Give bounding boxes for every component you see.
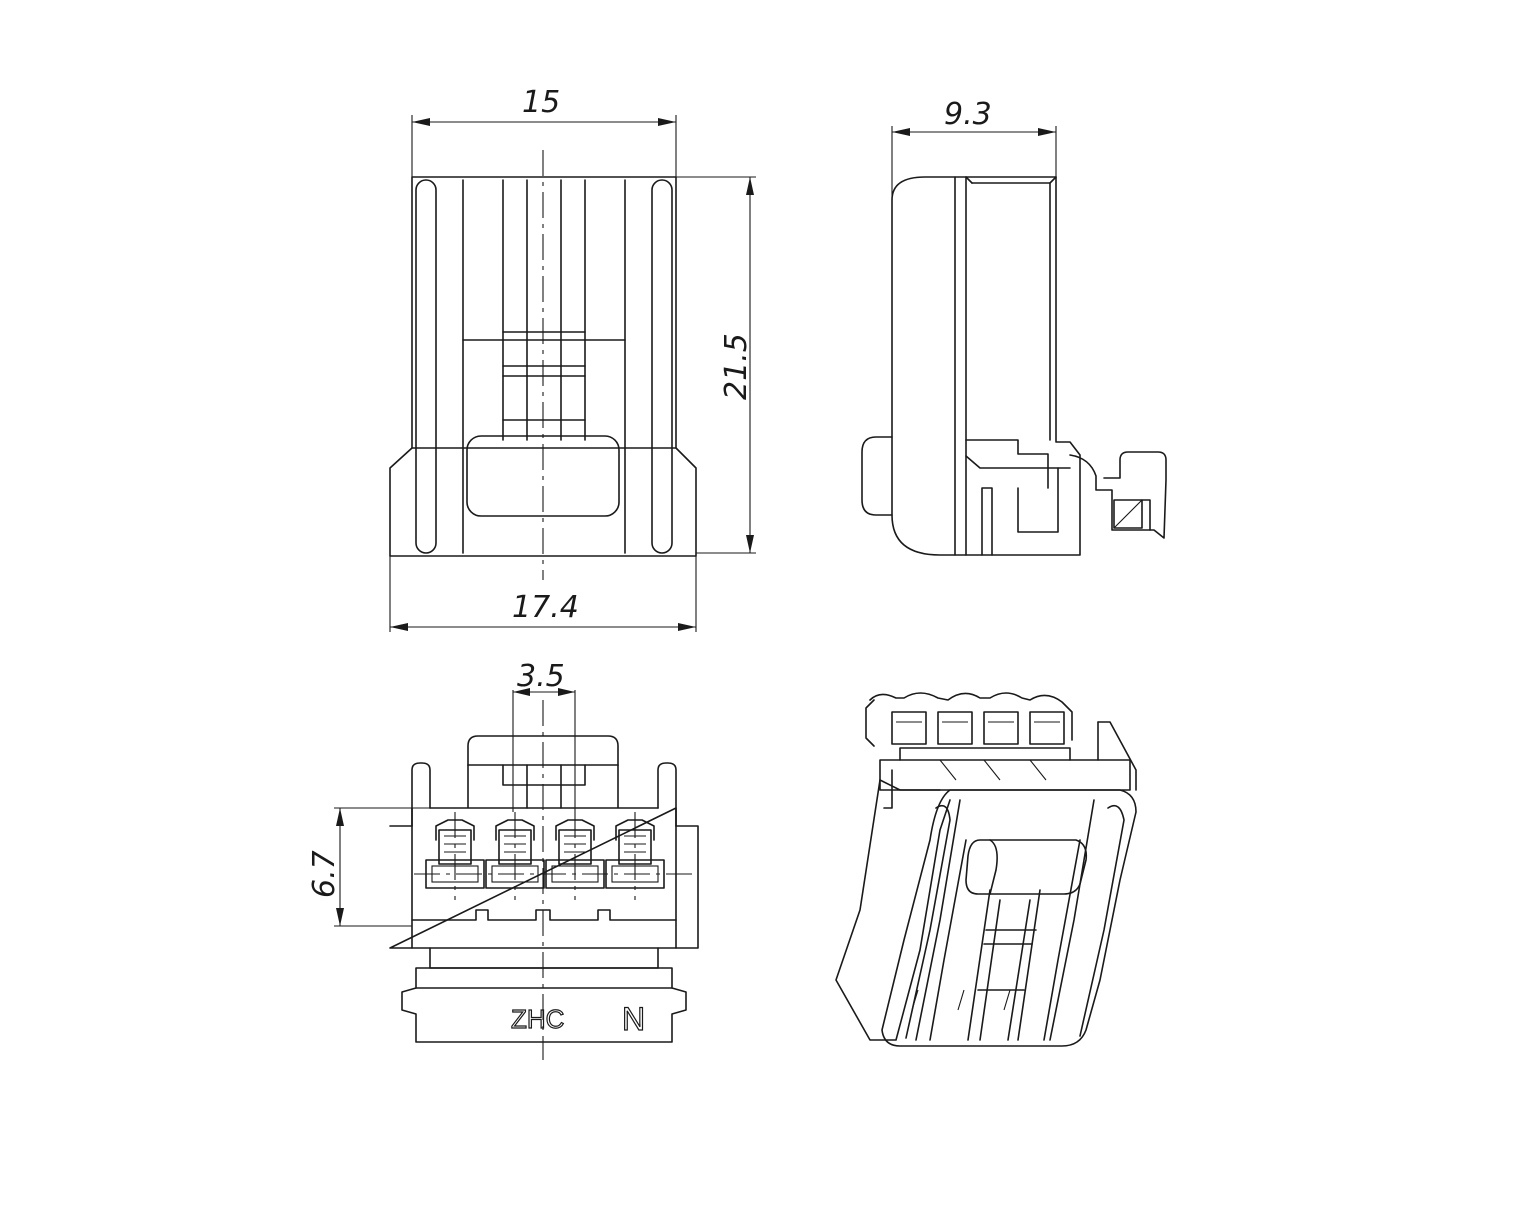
front-base-width-label: 17.4 xyxy=(512,590,579,625)
front-width-label: 15 xyxy=(522,85,560,120)
bottom-height-label: 6.7 xyxy=(307,850,342,898)
bottom-view: ZHC N xyxy=(389,700,699,1060)
front-view xyxy=(389,150,697,580)
variant-marking: N xyxy=(622,1001,645,1037)
side-view xyxy=(861,176,1167,556)
side-depth-label: 9.3 xyxy=(944,97,992,132)
bottom-height-dimension: 6.7 xyxy=(307,807,430,927)
isometric-view xyxy=(835,692,1137,1047)
brand-marking: ZHC xyxy=(511,1004,564,1034)
pin-pitch-label: 3.5 xyxy=(517,659,565,694)
pin-pitch-dimension: 3.5 xyxy=(512,659,576,812)
side-depth-dimension: 9.3 xyxy=(891,97,1057,200)
front-height-label: 21.5 xyxy=(719,333,754,400)
front-base-width-dimension: 17.4 xyxy=(389,556,697,632)
front-width-dimension: 15 xyxy=(411,85,677,177)
front-height-dimension: 21.5 xyxy=(676,176,756,554)
